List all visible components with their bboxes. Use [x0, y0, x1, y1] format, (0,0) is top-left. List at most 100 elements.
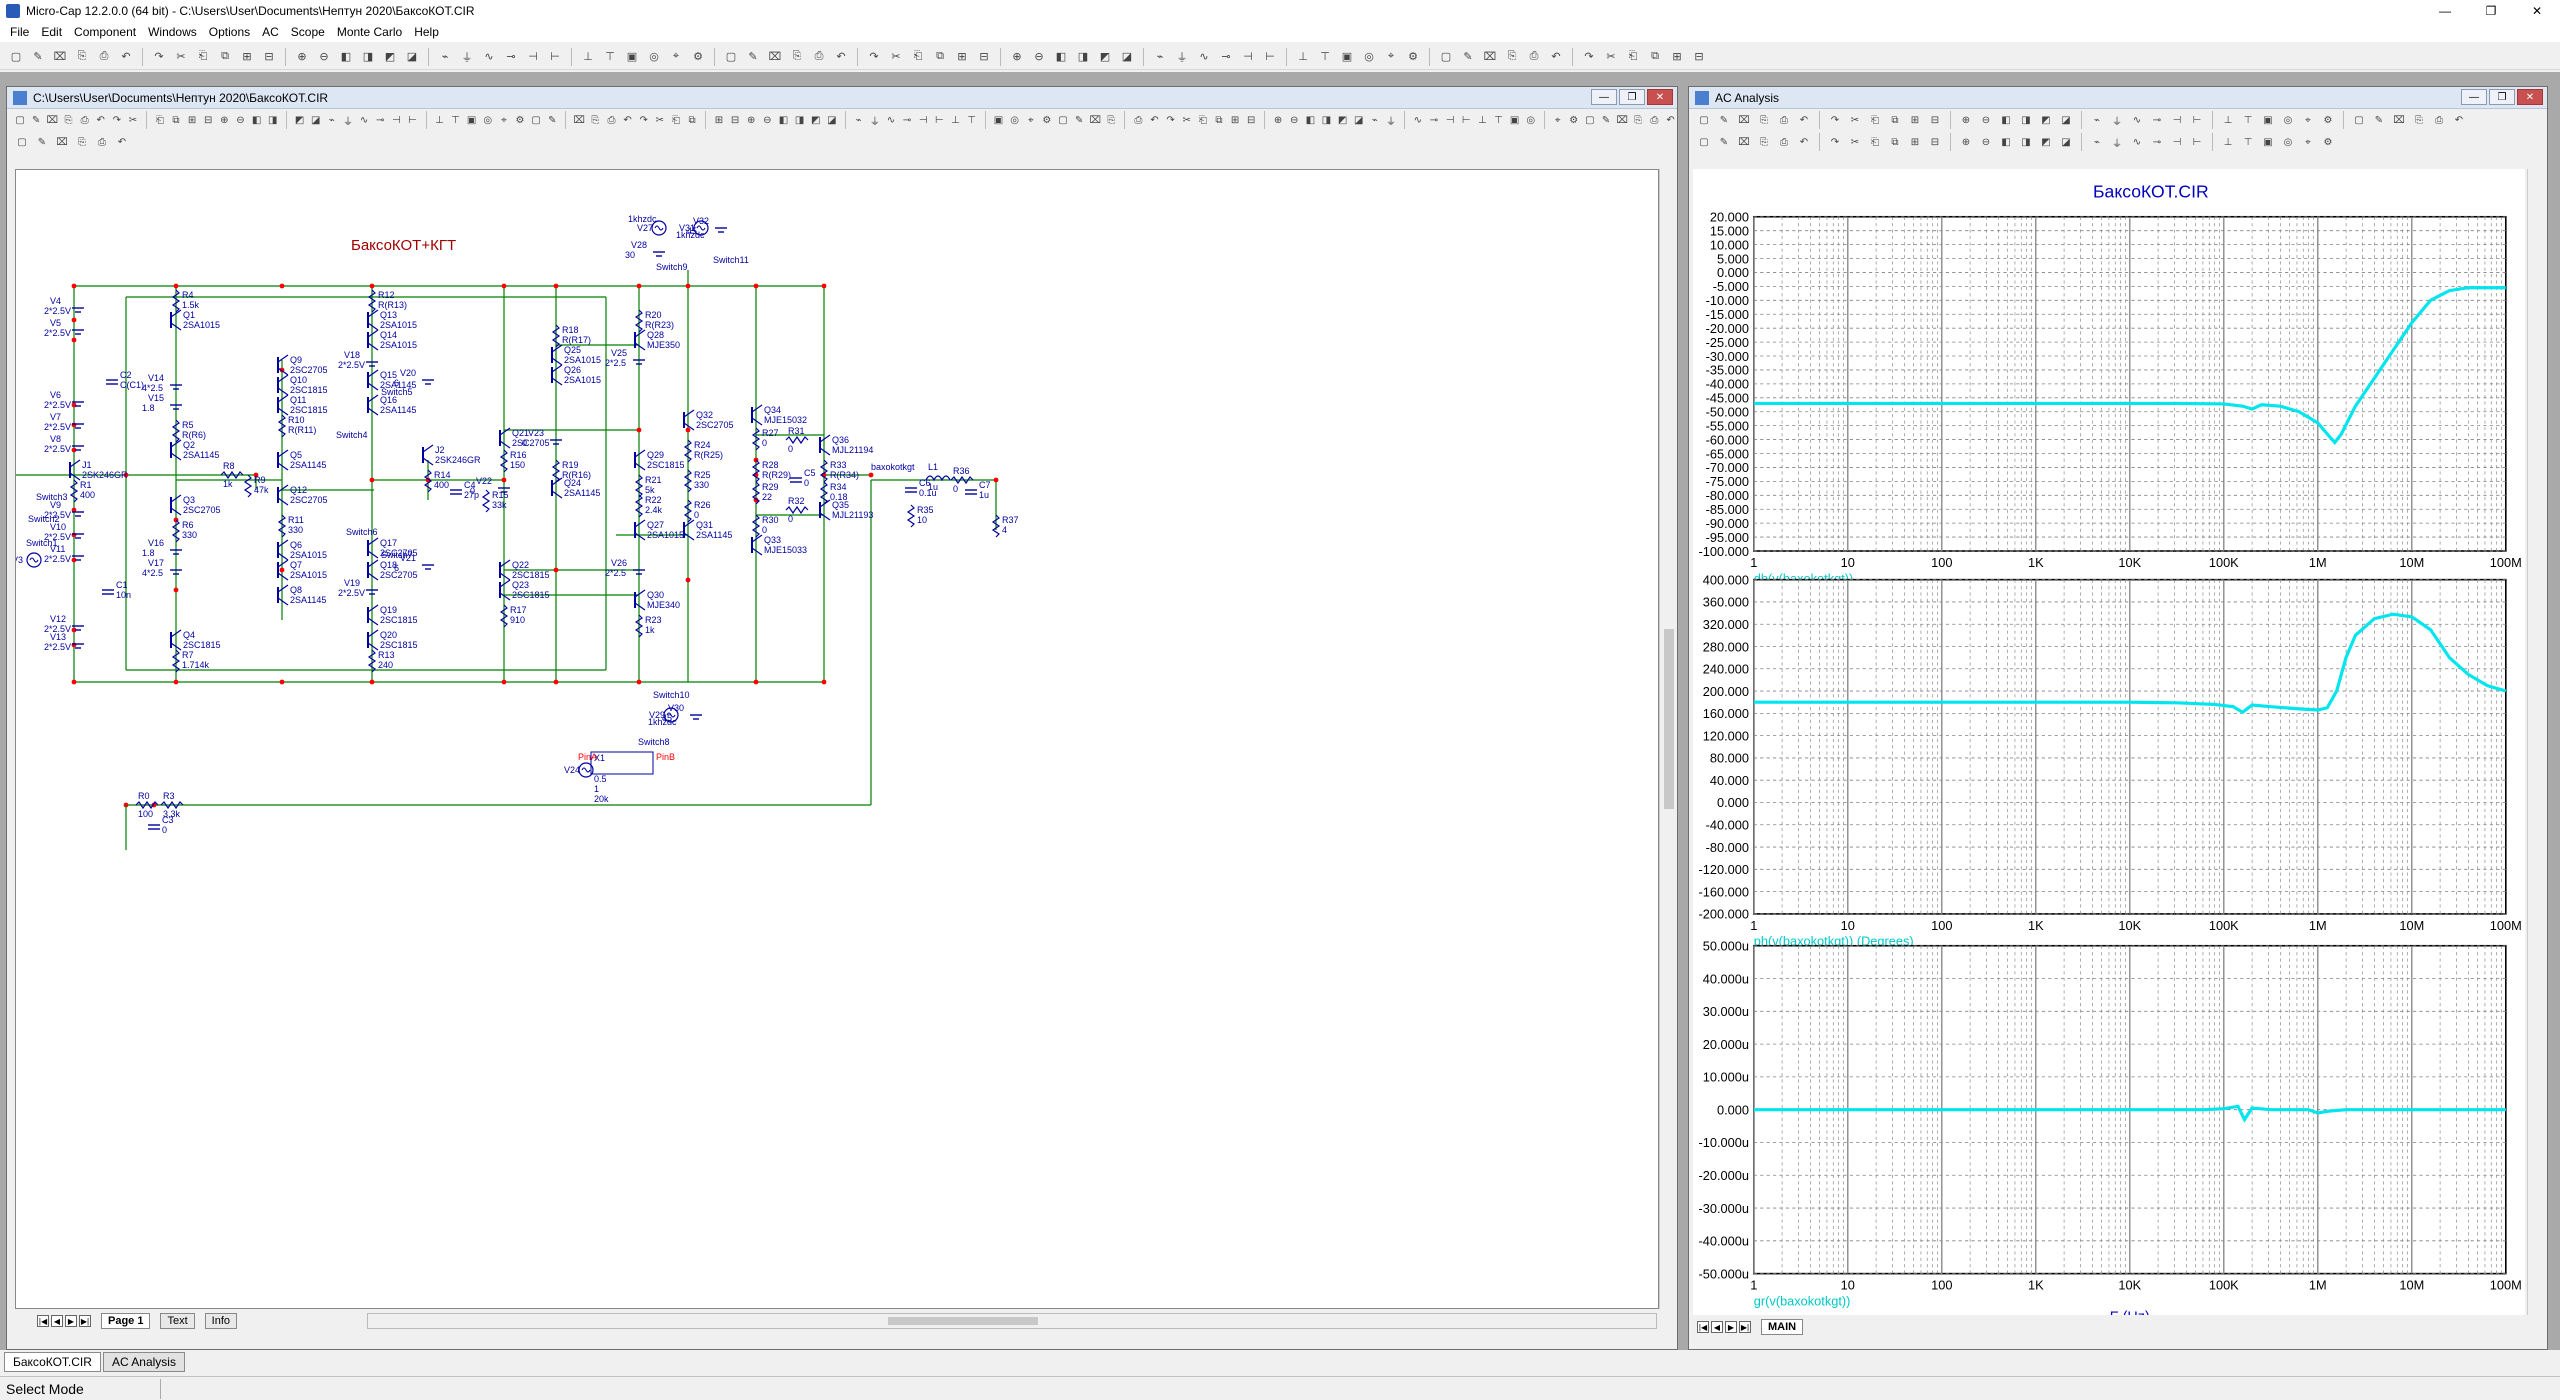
- main-tool-icon[interactable]: ⊤: [1320, 51, 1330, 63]
- main-tool-icon[interactable]: ⌁: [441, 51, 449, 63]
- ac-tool-icon[interactable]: ⊸: [2152, 114, 2162, 126]
- ac-page-prev-button[interactable]: ◀: [1711, 1321, 1723, 1333]
- main-tool-icon[interactable]: ⊟: [979, 51, 989, 63]
- main-tool-icon[interactable]: ↷: [869, 51, 879, 63]
- menu-help[interactable]: Help: [414, 25, 439, 39]
- schematic-tool-icon[interactable]: ⊤: [967, 114, 976, 126]
- ac-view-tool-icon[interactable]: ⌧: [1738, 136, 1750, 148]
- main-tool-icon[interactable]: ◎: [649, 51, 659, 63]
- schematic-tool-icon[interactable]: ↷: [112, 114, 121, 126]
- main-tool-icon[interactable]: ⌖: [1387, 50, 1395, 62]
- schematic-tool-icon[interactable]: ⌖: [1554, 114, 1561, 126]
- ac-view-tool-icon[interactable]: ⏚: [2112, 138, 2122, 150]
- schematic-tool-icon[interactable]: ◧: [1305, 114, 1316, 126]
- schematic-maximize-button[interactable]: ❐: [1619, 89, 1645, 105]
- main-tool-icon[interactable]: ⊞: [1672, 51, 1682, 63]
- schematic-tool-icon[interactable]: ⊥: [435, 114, 444, 126]
- schematic-tool-icon[interactable]: ⊤: [1494, 114, 1503, 126]
- schematic-tool-icon[interactable]: ⧉: [688, 114, 696, 126]
- schematic-tool-icon[interactable]: ⊕: [1273, 114, 1283, 126]
- ac-view-tool-icon[interactable]: ⎘: [1760, 136, 1768, 148]
- ac-view-tool-icon[interactable]: ◩: [2041, 136, 2051, 148]
- ac-view-tool-icon[interactable]: ✂: [1850, 136, 1860, 148]
- main-tool-icon[interactable]: ⊕: [297, 51, 307, 63]
- page-next-button[interactable]: ▶: [65, 1315, 77, 1327]
- schematic-tool-icon[interactable]: ⊟: [1246, 114, 1256, 126]
- schematic-tool-icon[interactable]: ⊢: [1461, 114, 1471, 126]
- doc-tab-schematic[interactable]: БаксоКОТ.CIR: [4, 1352, 101, 1372]
- ac-page-last-button[interactable]: ▶|: [1739, 1321, 1751, 1333]
- ac-tool-icon[interactable]: ⏚: [2112, 116, 2122, 128]
- menu-edit[interactable]: Edit: [41, 25, 63, 39]
- main-tool-icon[interactable]: ↶: [836, 51, 846, 63]
- main-tool-icon[interactable]: ◧: [1055, 51, 1067, 63]
- ac-view-tool-icon[interactable]: ⊥: [2223, 136, 2233, 148]
- ac-maximize-button[interactable]: ❐: [2489, 89, 2515, 105]
- main-tool-icon[interactable]: ✎: [33, 51, 43, 63]
- ac-view-tool-icon[interactable]: ⊟: [1930, 136, 1940, 148]
- minimize-button[interactable]: —: [2439, 4, 2451, 18]
- main-tool-icon[interactable]: ⊟: [264, 51, 274, 63]
- schematic-tool-icon[interactable]: ◪: [827, 114, 837, 126]
- ac-tool-icon[interactable]: ⊖: [1981, 114, 1991, 126]
- schematic-tool-icon[interactable]: ⏚: [343, 116, 353, 128]
- ac-tool-icon[interactable]: ◧: [2001, 114, 2011, 126]
- ac-close-button[interactable]: ✕: [2517, 89, 2543, 105]
- schematic-tool-icon[interactable]: ▢: [1058, 114, 1068, 126]
- main-tool-icon[interactable]: ◪: [1121, 51, 1133, 63]
- schematic-tool-icon[interactable]: ◨: [794, 114, 805, 126]
- ac-tool-icon[interactable]: ▢: [2354, 114, 2364, 126]
- schematic-tool-icon[interactable]: ◩: [294, 114, 305, 126]
- schematic-tool-icon[interactable]: ⚙: [515, 114, 525, 126]
- schematic-tool-icon[interactable]: ⊸: [1429, 114, 1439, 126]
- main-tool-icon[interactable]: ⎗: [1628, 50, 1638, 62]
- schematic-tool-icon[interactable]: ⌧: [573, 114, 585, 126]
- schematic-tool-icon[interactable]: ◪: [311, 114, 321, 126]
- main-tool-icon[interactable]: ◨: [362, 51, 374, 63]
- schematic-tool-icon[interactable]: ↷: [639, 114, 648, 126]
- schematic-align-tool-icon[interactable]: ⎙: [98, 136, 106, 148]
- schematic-minimize-button[interactable]: —: [1591, 89, 1617, 105]
- main-tool-icon[interactable]: ⌖: [672, 50, 680, 62]
- ac-view-tool-icon[interactable]: ⊤: [2243, 136, 2253, 148]
- ac-tool-icon[interactable]: ✎: [2374, 114, 2384, 126]
- schematic-tool-icon[interactable]: ◧: [778, 114, 789, 126]
- page-prev-button[interactable]: ◀: [51, 1315, 63, 1327]
- main-tool-icon[interactable]: ◎: [1364, 51, 1374, 63]
- schematic-tool-icon[interactable]: ◨: [1321, 114, 1332, 126]
- main-tool-icon[interactable]: ⌧: [1483, 51, 1497, 63]
- main-tool-icon[interactable]: ∿: [484, 51, 494, 63]
- main-tool-icon[interactable]: ⌧: [53, 51, 67, 63]
- schematic-align-tool-icon[interactable]: ⎘: [78, 136, 86, 148]
- ac-tool-icon[interactable]: ◨: [2021, 114, 2031, 126]
- schematic-tool-icon[interactable]: ⊸: [902, 114, 912, 126]
- schematic-tool-icon[interactable]: ✎: [548, 114, 557, 126]
- main-tool-icon[interactable]: ⊢: [550, 51, 560, 63]
- ac-tool-icon[interactable]: ⌁: [2093, 114, 2101, 126]
- ac-tool-icon[interactable]: ⌧: [1738, 114, 1750, 126]
- ac-tool-icon[interactable]: ⎘: [1760, 114, 1768, 126]
- schematic-tool-icon[interactable]: ⌖: [1027, 114, 1034, 126]
- schematic-tool-icon[interactable]: ∿: [886, 114, 896, 126]
- main-tool-icon[interactable]: ⊢: [1265, 51, 1275, 63]
- schematic-tool-icon[interactable]: ⊥: [951, 114, 960, 126]
- maximize-button[interactable]: ❐: [2485, 4, 2497, 18]
- main-tool-icon[interactable]: ⎙: [1529, 50, 1539, 62]
- main-tool-icon[interactable]: ⊥: [1298, 51, 1308, 63]
- schematic-tool-icon[interactable]: ⚙: [1042, 114, 1052, 126]
- main-tool-icon[interactable]: ▣: [1341, 51, 1353, 63]
- ac-tool-icon[interactable]: ⊞: [1910, 114, 1920, 126]
- schematic-tool-icon[interactable]: ◩: [1337, 114, 1348, 126]
- main-tool-icon[interactable]: ⎘: [1507, 50, 1517, 62]
- schematic-tool-icon[interactable]: ▢: [531, 114, 541, 126]
- schematic-vertical-scrollbar[interactable]: [1659, 169, 1677, 1309]
- schematic-tool-icon[interactable]: ↶: [623, 114, 632, 126]
- ac-tool-icon[interactable]: ▣: [2263, 114, 2273, 126]
- main-tool-icon[interactable]: ⌁: [1156, 51, 1164, 63]
- schematic-tool-icon[interactable]: ⎘: [591, 114, 600, 126]
- schematic-tool-icon[interactable]: ⎙: [1134, 114, 1143, 126]
- ac-view-tool-icon[interactable]: ◪: [2061, 136, 2071, 148]
- schematic-tool-icon[interactable]: ◨: [267, 114, 278, 126]
- main-tool-icon[interactable]: ▢: [725, 51, 737, 63]
